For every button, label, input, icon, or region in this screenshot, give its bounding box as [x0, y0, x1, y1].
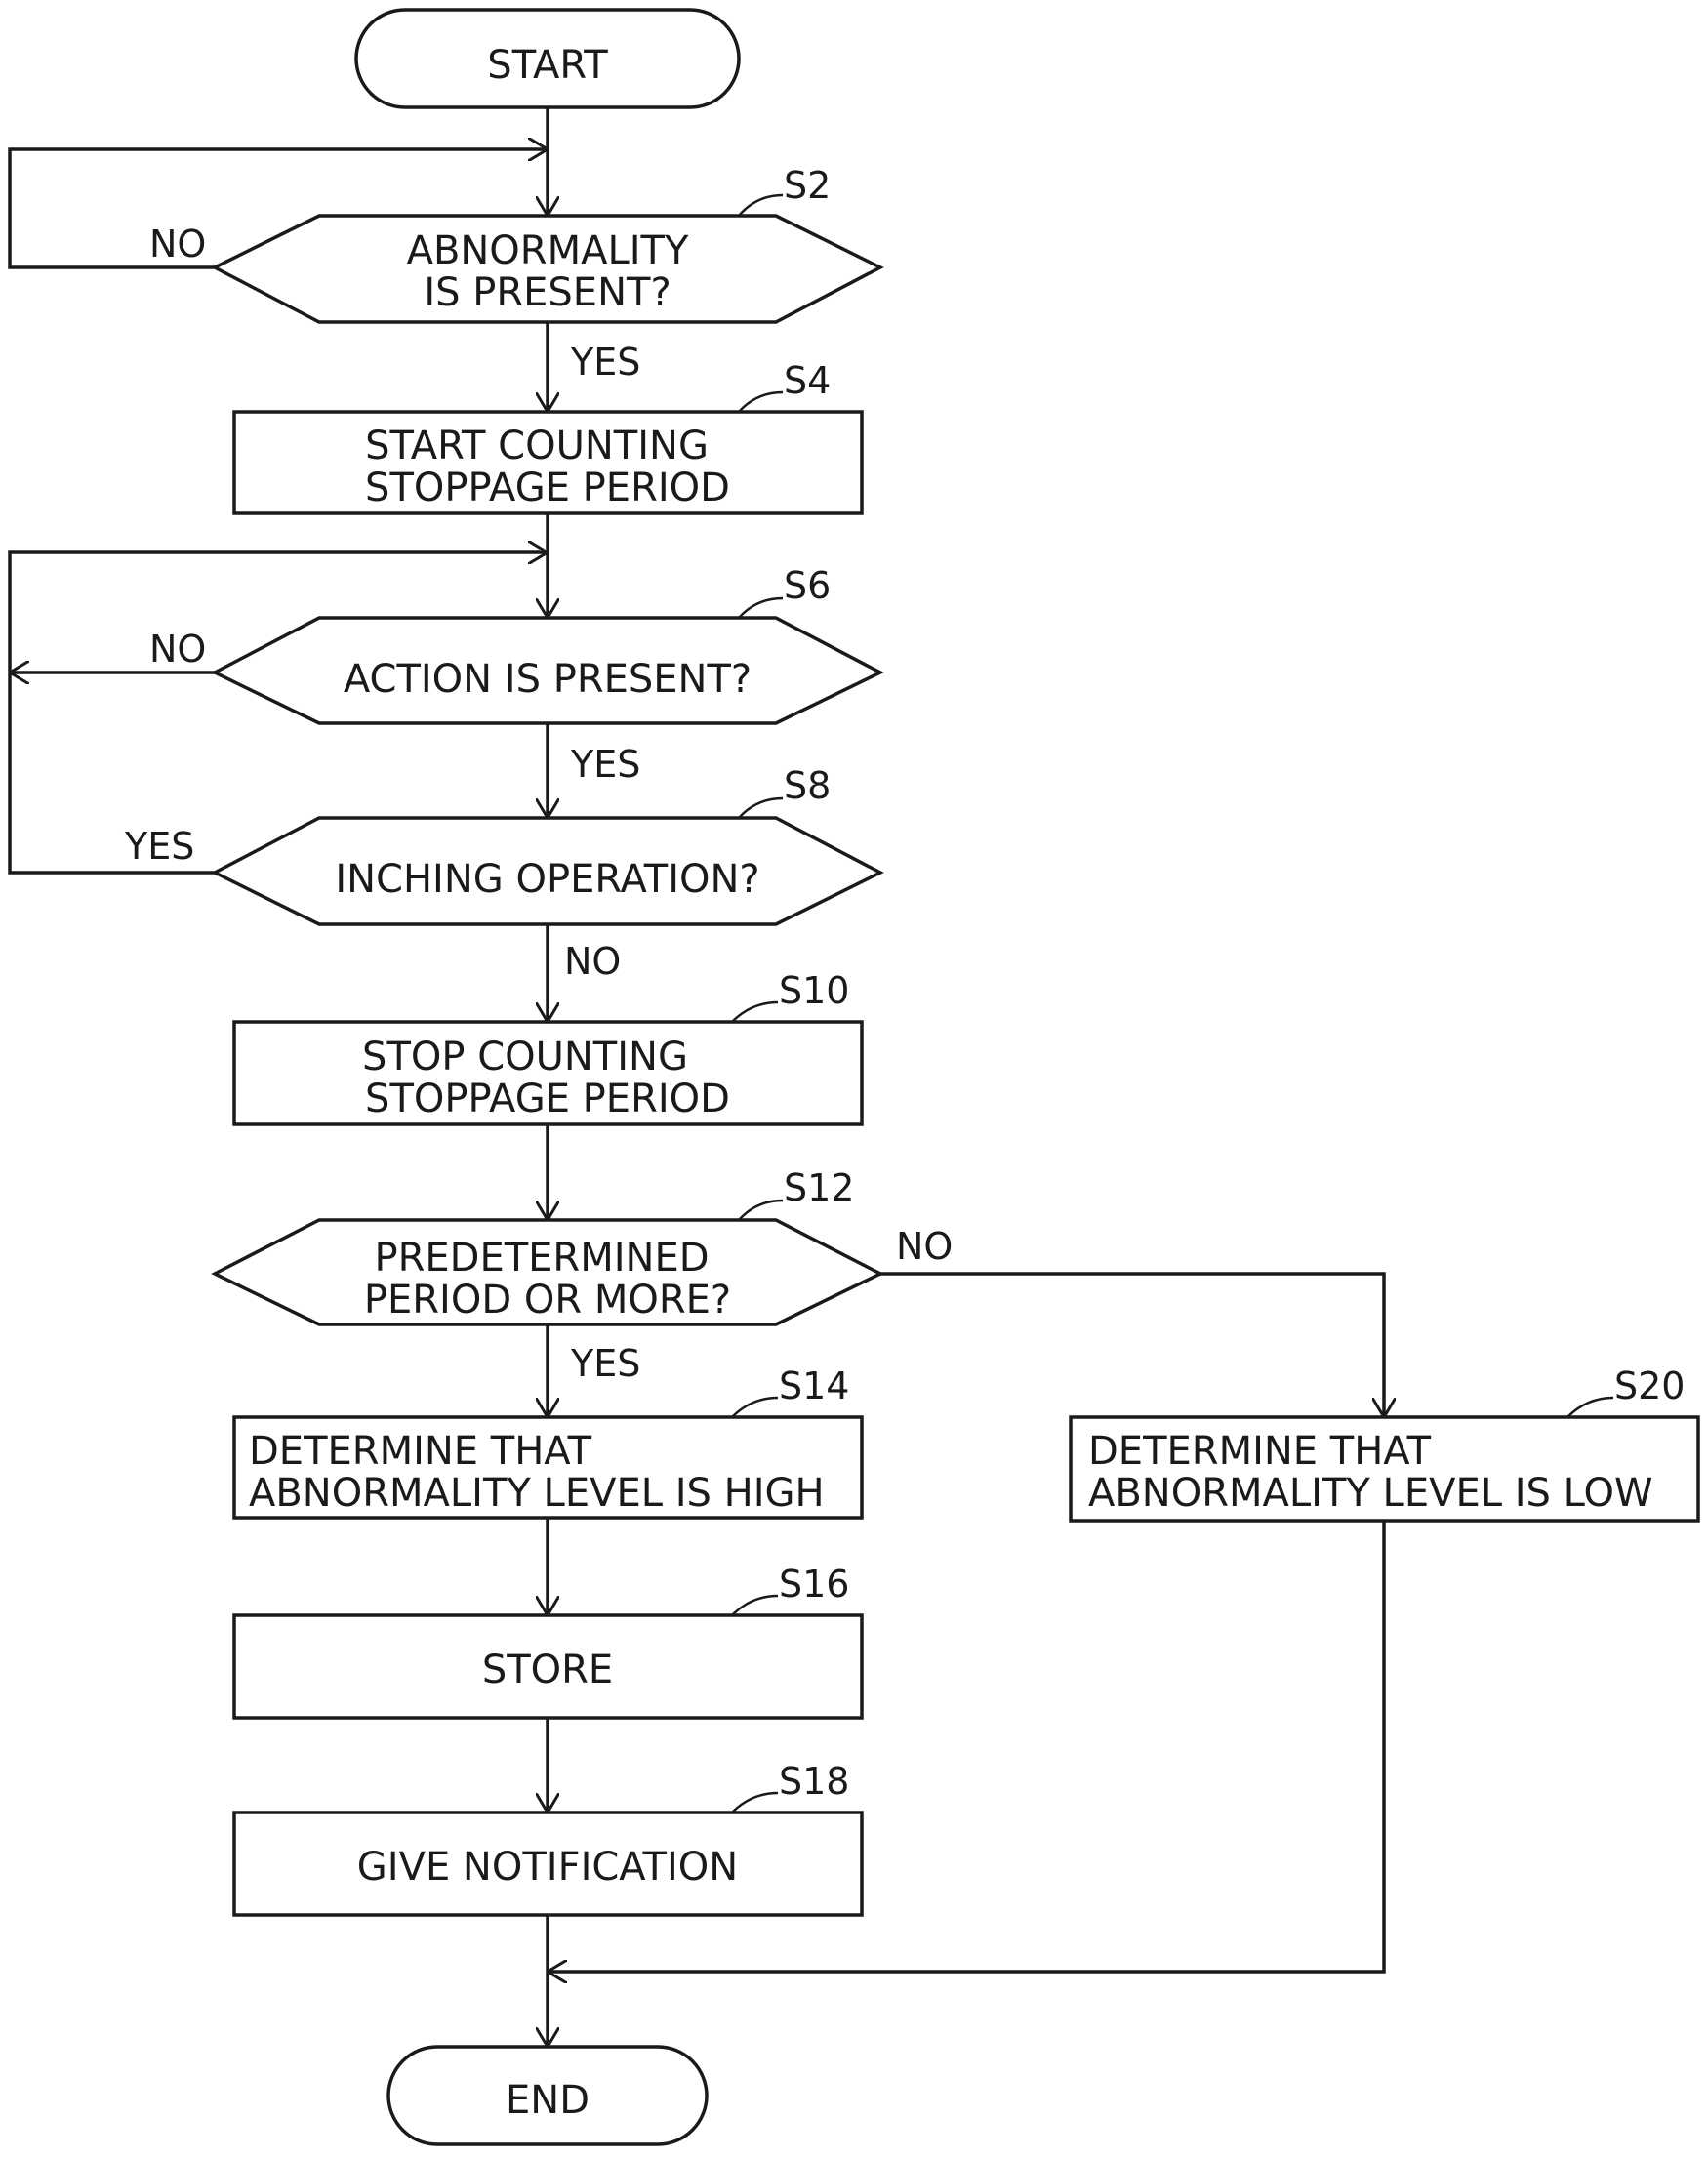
- decision-s8: INCHING OPERATION?: [215, 818, 880, 924]
- step-s10-label: S10: [779, 969, 849, 1012]
- process-s4: START COUNTING STOPPAGE PERIOD: [234, 412, 862, 513]
- step-s8-leader: [739, 798, 783, 818]
- connector-s12-no-to-s20: [878, 1274, 1384, 1417]
- s6-no-label: NO: [149, 628, 206, 671]
- decision-s12-line1: PREDETERMINED: [374, 1236, 709, 1281]
- process-s10-line2: STOPPAGE PERIOD: [365, 1077, 730, 1121]
- step-s8-label: S8: [784, 764, 831, 807]
- step-s16-leader: [732, 1596, 778, 1615]
- end-terminal: END: [388, 2047, 707, 2144]
- end-label: END: [506, 2078, 590, 2123]
- process-s18-text: GIVE NOTIFICATION: [357, 1845, 738, 1890]
- decision-s2: ABNORMALITY IS PRESENT?: [215, 216, 880, 322]
- s12-yes-label: YES: [570, 1342, 640, 1385]
- step-s6-label: S6: [784, 564, 831, 607]
- step-s20-label: S20: [1614, 1364, 1685, 1407]
- step-s2-label: S2: [784, 164, 831, 207]
- step-s2-leader: [739, 195, 783, 216]
- decision-s2-line1: ABNORMALITY: [407, 228, 689, 273]
- decision-s12: PREDETERMINED PERIOD OR MORE?: [215, 1220, 880, 1324]
- start-label: START: [487, 43, 608, 88]
- step-s16-label: S16: [779, 1563, 849, 1606]
- step-s4-leader: [739, 392, 783, 412]
- step-s18-label: S18: [779, 1760, 849, 1803]
- process-s10: STOP COUNTING STOPPAGE PERIOD: [234, 1022, 862, 1124]
- step-s12-label: S12: [784, 1166, 854, 1209]
- start-terminal: START: [356, 10, 739, 107]
- step-s14-leader: [732, 1398, 778, 1417]
- process-s16-text: STORE: [482, 1648, 613, 1692]
- step-s20-leader: [1567, 1398, 1613, 1417]
- decision-s12-line2: PERIOD OR MORE?: [364, 1278, 731, 1323]
- process-s4-line1: START COUNTING: [365, 424, 709, 468]
- step-s4-label: S4: [784, 359, 831, 402]
- step-s6-leader: [739, 598, 783, 618]
- process-s10-line1: STOP COUNTING: [362, 1035, 688, 1079]
- step-s12-leader: [739, 1201, 783, 1220]
- process-s20: DETERMINE THAT ABNORMALITY LEVEL IS LOW: [1071, 1417, 1698, 1521]
- process-s20-line1: DETERMINE THAT: [1088, 1429, 1432, 1474]
- s12-no-label: NO: [896, 1225, 953, 1268]
- process-s14-line1: DETERMINE THAT: [249, 1429, 592, 1474]
- s6-yes-label: YES: [570, 743, 640, 786]
- s8-yes-label: YES: [124, 825, 194, 868]
- step-s14-label: S14: [779, 1364, 849, 1407]
- process-s20-line2: ABNORMALITY LEVEL IS LOW: [1088, 1471, 1653, 1516]
- decision-s8-text: INCHING OPERATION?: [335, 857, 759, 902]
- s2-no-label: NO: [149, 223, 206, 265]
- decision-s6: ACTION IS PRESENT?: [215, 618, 880, 723]
- process-s16: STORE: [234, 1615, 862, 1718]
- decision-s6-text: ACTION IS PRESENT?: [344, 657, 752, 702]
- s8-no-label: NO: [564, 940, 621, 983]
- step-s18-leader: [732, 1793, 778, 1812]
- s2-yes-label: YES: [570, 341, 640, 384]
- step-s10-leader: [732, 1002, 778, 1022]
- process-s18: GIVE NOTIFICATION: [234, 1812, 862, 1915]
- process-s14-line2: ABNORMALITY LEVEL IS HIGH: [249, 1471, 825, 1516]
- decision-s2-line2: IS PRESENT?: [424, 270, 671, 315]
- process-s4-line2: STOPPAGE PERIOD: [365, 466, 730, 510]
- process-s14: DETERMINE THAT ABNORMALITY LEVEL IS HIGH: [234, 1417, 862, 1518]
